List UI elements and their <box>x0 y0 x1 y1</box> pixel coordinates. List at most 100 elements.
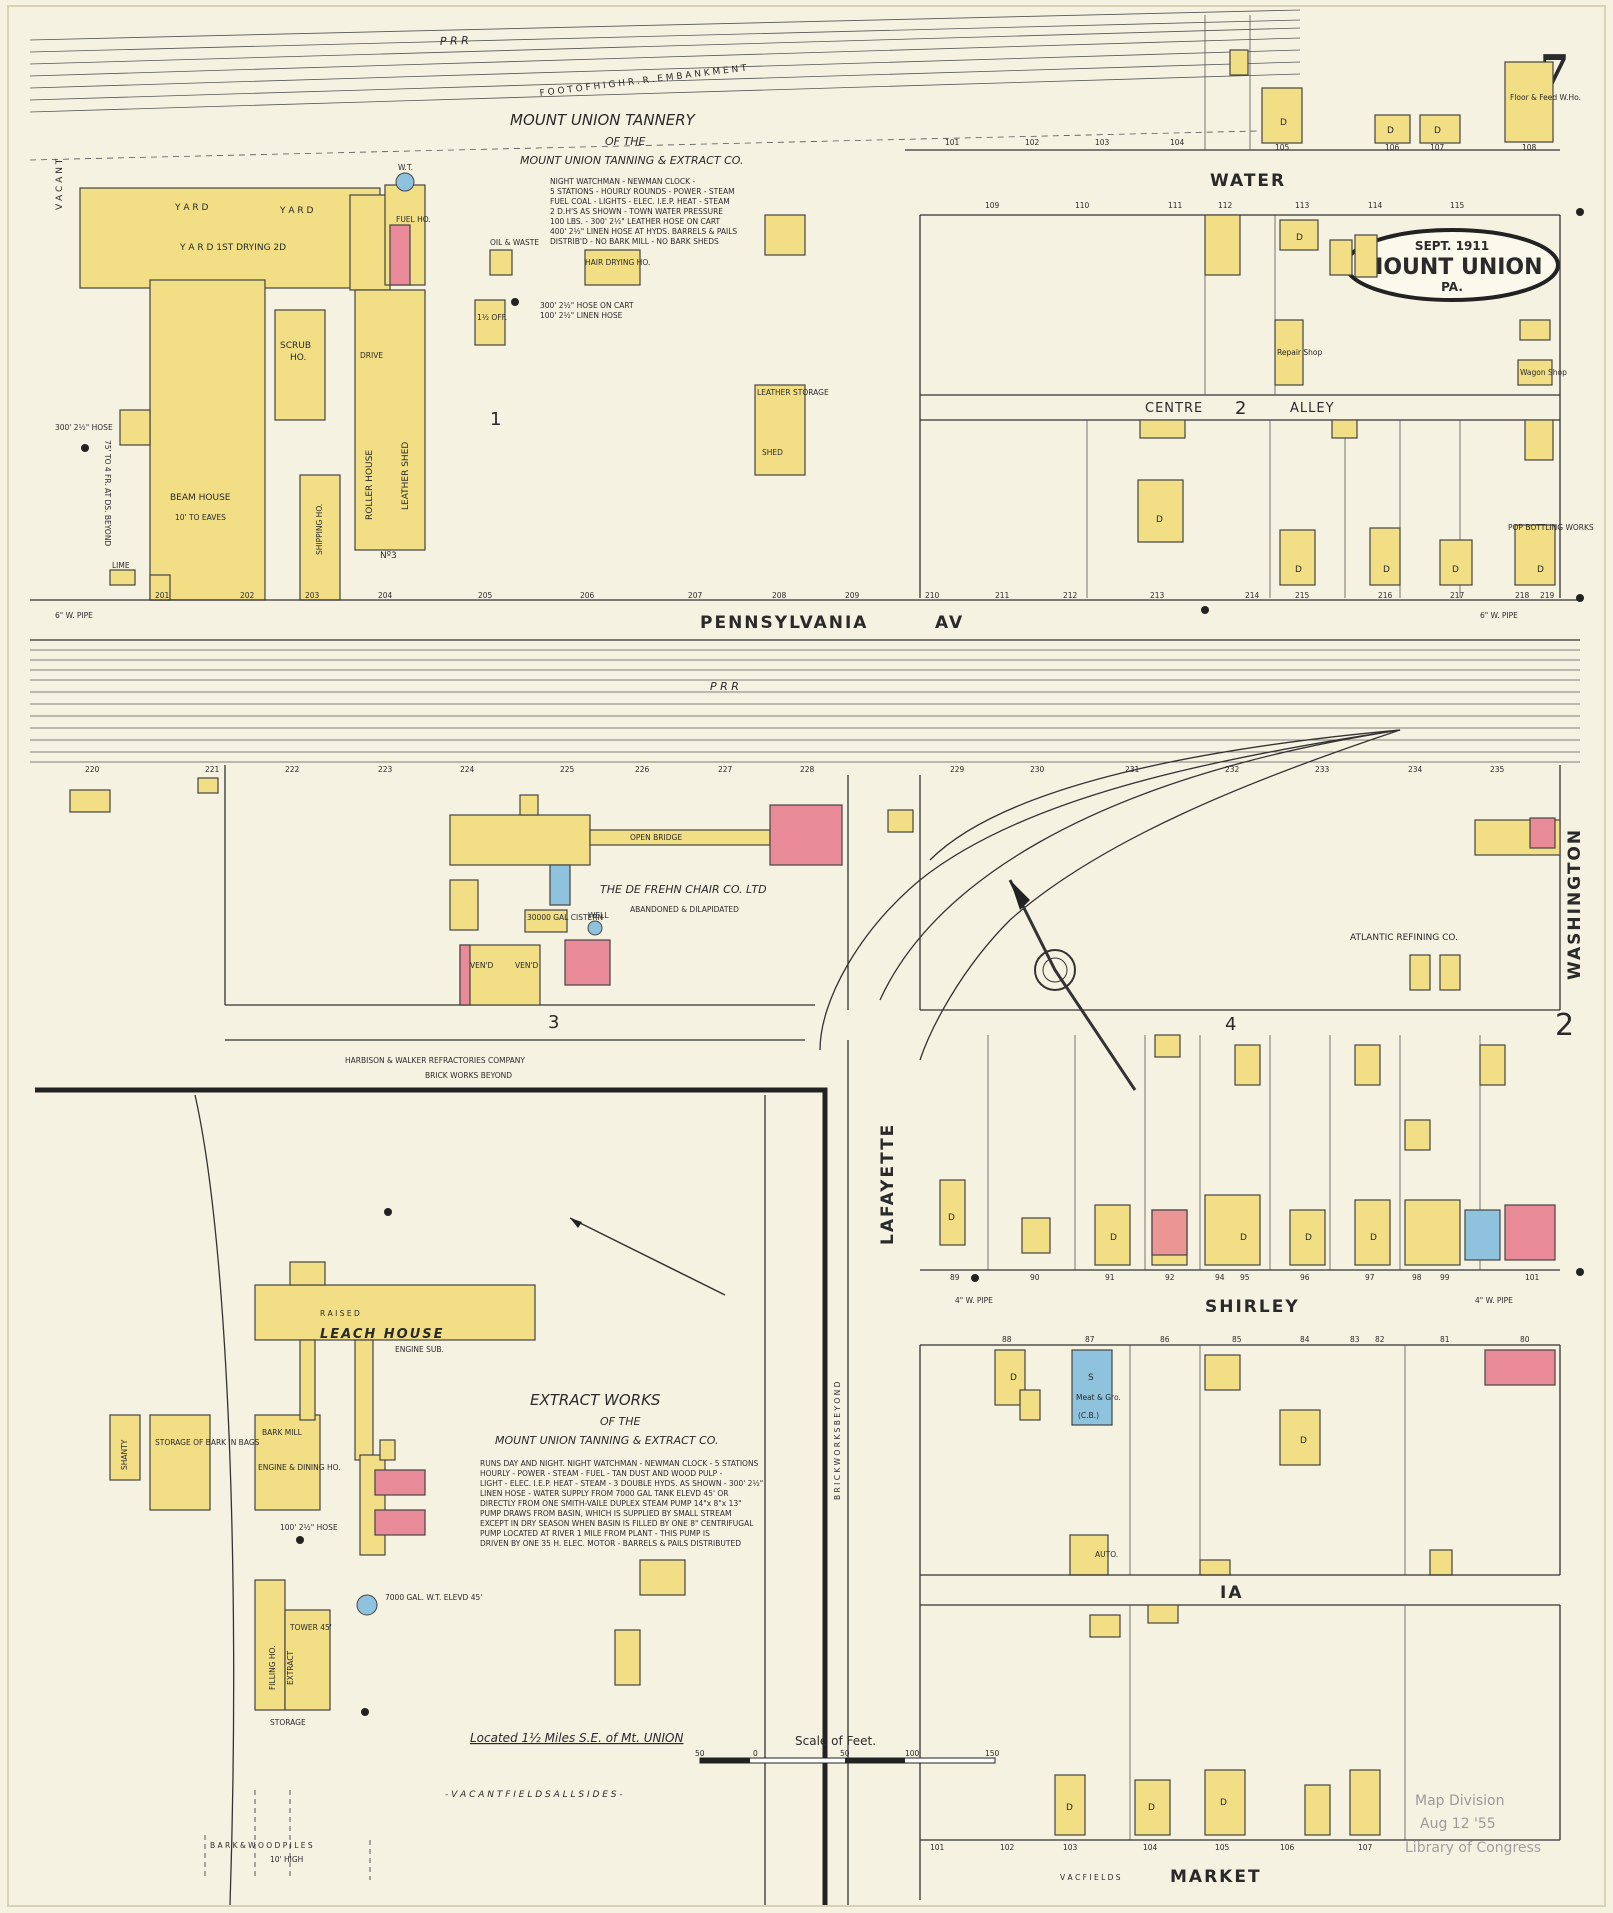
pop-bottling-label: POP BOTTLING WORKS <box>1508 523 1594 532</box>
dwelling-d: D <box>1434 126 1441 136</box>
dwelling-d: D <box>1220 1798 1227 1808</box>
open-bridge-label: OPEN BRIDGE <box>630 833 682 842</box>
address: 215 <box>1295 591 1310 600</box>
stamp-line2: Aug 12 '55 <box>1420 1816 1496 1832</box>
address: 207 <box>688 591 703 600</box>
dwelling-markers: D D D D D D D D D D D D D D D D D D D <box>948 118 1544 1813</box>
address: 102 <box>1025 138 1040 147</box>
tower-label: TOWER 45' <box>289 1623 332 1632</box>
address: 209 <box>845 591 860 600</box>
extract-company: MOUNT UNION TANNING & EXTRACT CO. <box>495 1434 718 1447</box>
railroad-mid: P R R <box>30 649 1580 1061</box>
dwelling-d: D <box>1010 1373 1017 1383</box>
hose-cart-label: 300' 2½" HOSE ON CART <box>540 301 634 310</box>
pipe-shirley-left: 4" W. PIPE <box>955 1296 993 1305</box>
centre-south-buildings: POP BOTTLING WORKS <box>1137 419 1594 586</box>
shipping-label: SHIPPING HO. <box>315 504 324 555</box>
chair-company: THE DE FREHN CHAIR CO. LTD ABANDONED & D… <box>69 777 843 1033</box>
extract-note: HOURLY - POWER - STEAM - FUEL - TAN DUST… <box>480 1469 723 1478</box>
scrub-label-2: HO. <box>290 353 306 363</box>
city-name: MOUNT UNION <box>1361 255 1542 280</box>
extract-note: DIRECTLY FROM ONE SMITH-VAILE DUPLEX STE… <box>480 1499 742 1508</box>
tannery-notes: NIGHT WATCHMAN - NEWMAN CLOCK - 5 STATIO… <box>550 177 737 246</box>
street-pennsylvania-av: AV <box>935 613 964 633</box>
street-water: WATER <box>1210 171 1286 191</box>
pipe-label-left: 6" W. PIPE <box>55 611 93 620</box>
hose100-label: 100' 2½" HOSE <box>280 1523 338 1532</box>
address: 223 <box>378 765 393 774</box>
pipe-label-right: 6" W. PIPE <box>1480 611 1518 620</box>
title-cartouche: SEPT. 1911 MOUNT UNION PA. <box>1344 228 1560 302</box>
block-number-3: 3 <box>548 1012 559 1033</box>
address: 108 <box>1522 143 1537 152</box>
harbison-line1: HARBISON & WALKER REFRACTORIES COMPANY <box>345 1056 525 1065</box>
dwelling-d: D <box>1156 515 1163 525</box>
address: 107 <box>1430 143 1445 152</box>
harbison-walker: HARBISON & WALKER REFRACTORIES COMPANY B… <box>225 1039 805 1080</box>
no3-label: Nº3 <box>380 551 397 561</box>
extract-note: EXCEPT IN DRY SEASON WHEN BASIN IS FILLE… <box>480 1519 754 1528</box>
roller-house-label: ROLLER HOUSE <box>365 450 375 520</box>
street-lafayette: LAFAYETTE <box>878 1123 898 1245</box>
addresses-shirley-south: 88 87 86 85 84 83 82 81 80 <box>1002 1335 1530 1344</box>
auto-label: AUTO. <box>1095 1550 1118 1559</box>
address: 85 <box>1232 1335 1242 1344</box>
street-pennsylvania: PENNSYLVANIA <box>700 613 868 633</box>
extract-notes: RUNS DAY AND NIGHT. NIGHT WATCHMAN - NEW… <box>480 1459 763 1548</box>
pennsylvania-av: PENNSYLVANIA AV 6" W. PIPE 6" W. PIPE <box>30 599 1580 641</box>
addresses-water-south: 109 110 111 112 113 114 115 <box>985 201 1465 210</box>
address: 230 <box>1030 765 1045 774</box>
addresses-shirley-north: 89 90 91 92 94 95 96 97 98 99 101 <box>950 1273 1540 1282</box>
prr-mid-label: P R R <box>710 680 739 693</box>
address: 97 <box>1365 1273 1375 1282</box>
extract-label: EXTRACT <box>286 1651 295 1685</box>
address: 80 <box>1520 1335 1530 1344</box>
tannery-note: DISTRIB'D - NO BARK MILL - NO BARK SHEDS <box>550 237 719 246</box>
address: 87 <box>1085 1335 1095 1344</box>
address: 101 <box>1525 1273 1540 1282</box>
address: 227 <box>718 765 733 774</box>
dwelling-d: D <box>1066 1803 1073 1813</box>
address: 105 <box>1215 1843 1230 1852</box>
address: 90 <box>1030 1273 1040 1282</box>
shanty-label: SHANTY <box>120 1439 129 1470</box>
addresses-water-north: 101 102 103 104 105 106 107 108 <box>945 138 1537 152</box>
shirley-north-block <box>939 1034 1556 1270</box>
engine-dining-label: ENGINE & DINING HO. <box>258 1463 341 1472</box>
street-centre: CENTRE <box>1145 401 1203 416</box>
sheet-date: SEPT. 1911 <box>1415 239 1489 253</box>
linen-hose-label: 100' 2½" LINEN HOSE <box>540 311 623 320</box>
address: 203 <box>305 591 320 600</box>
library-stamp: Map Division Aug 12 '55 Library of Congr… <box>1405 1793 1541 1856</box>
address: 210 <box>925 591 940 600</box>
address: 212 <box>1063 591 1078 600</box>
address: 114 <box>1368 201 1383 210</box>
yard-drying-label: Y A R D 1ST DRYING 2D <box>179 243 286 253</box>
vacant-label: V A C A N T <box>55 158 65 210</box>
fuel-label: FUEL HO. <box>396 215 431 224</box>
dwelling-d: D <box>1370 1233 1377 1243</box>
address: 204 <box>378 591 393 600</box>
address: 92 <box>1165 1273 1175 1282</box>
wagon-shop-label: Wagon Shop <box>1520 368 1567 377</box>
leather-shed-label: LEATHER SHED <box>401 442 411 510</box>
location-label: Located 1½ Miles S.E. of Mt. UNION <box>470 1731 684 1745</box>
prr-top-label: P R R <box>440 34 469 48</box>
block-number-2-right: 2 <box>1555 1008 1574 1043</box>
dwelling-d: D <box>1296 233 1303 243</box>
address: 99 <box>1440 1273 1450 1282</box>
address: 229 <box>950 765 965 774</box>
address: 110 <box>1075 201 1090 210</box>
address: 81 <box>1440 1335 1450 1344</box>
off-label: 1½ OFF. <box>477 313 507 322</box>
address: 205 <box>478 591 493 600</box>
address: 206 <box>580 591 595 600</box>
address: 94 <box>1215 1273 1225 1282</box>
extract-works: LEACH HOUSE R A I S E D ENGINE SUB. BARK… <box>35 1087 828 1906</box>
address: 84 <box>1300 1335 1310 1344</box>
tannery-of-the: OF THE <box>605 135 645 148</box>
vend-label-1: VEN'D <box>470 961 494 970</box>
address: 83 <box>1350 1335 1360 1344</box>
raised-label: R A I S E D <box>320 1309 360 1318</box>
